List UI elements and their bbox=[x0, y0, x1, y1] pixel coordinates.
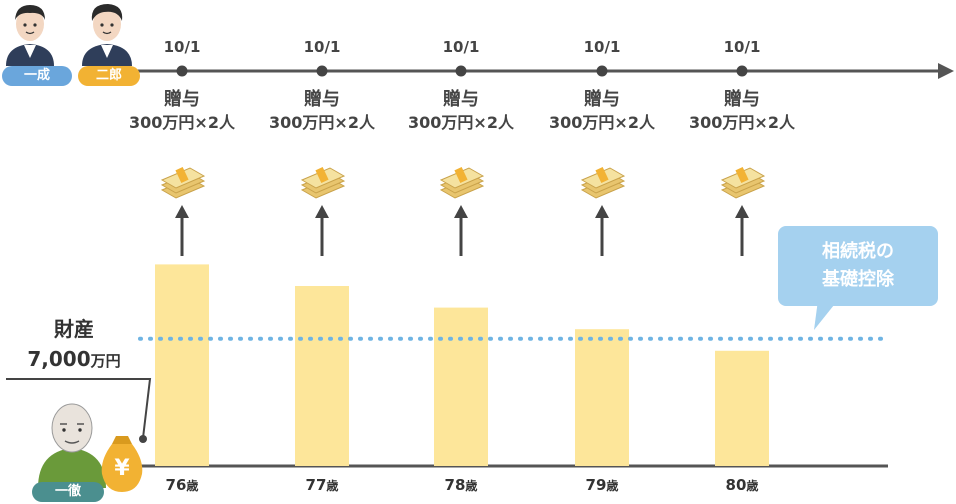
parent-avatar bbox=[38, 403, 106, 488]
gift-amount: 300万円×2人 bbox=[129, 113, 235, 132]
gift-label: 贈与 300万円×2人 bbox=[391, 88, 531, 134]
age-label: 78歳 bbox=[421, 476, 501, 494]
age-value: 76 bbox=[165, 476, 187, 494]
timeline-marks bbox=[160, 65, 766, 256]
gift-date: 10/1 bbox=[583, 38, 621, 56]
gift-title: 贈与 bbox=[164, 89, 200, 110]
gift-date: 10/1 bbox=[442, 38, 480, 56]
gift-amount: 300万円×2人 bbox=[549, 113, 655, 132]
money-stack-icon bbox=[439, 166, 485, 199]
asset-bar bbox=[715, 350, 769, 466]
age-unit: 歳 bbox=[326, 479, 339, 493]
gift-date: 10/1 bbox=[303, 38, 341, 56]
gift-amount: 300万円×2人 bbox=[689, 113, 795, 132]
age-label: 79歳 bbox=[562, 476, 642, 494]
yen-symbol: ¥ bbox=[114, 456, 130, 481]
gift-amount: 300万円×2人 bbox=[269, 113, 375, 132]
timeline-dot bbox=[176, 65, 188, 77]
parent-name-tag: 一徹 bbox=[32, 482, 104, 502]
gift-label: 贈与 300万円×2人 bbox=[672, 88, 812, 134]
assets-label: 財産 7,000万円 bbox=[14, 314, 134, 376]
child2-name-tag: 二郎 bbox=[78, 66, 140, 86]
child1-name-tag: 一成 bbox=[2, 66, 72, 86]
timeline-arrowhead bbox=[938, 63, 954, 79]
gift-arrow-head bbox=[175, 205, 189, 218]
age-value: 78 bbox=[444, 476, 466, 494]
assets-amount: 7,000万円 bbox=[27, 347, 121, 371]
age-label: 77歳 bbox=[282, 476, 362, 494]
asset-bar bbox=[575, 329, 629, 466]
parent-name: 一徹 bbox=[54, 484, 81, 499]
gift-amount: 300万円×2人 bbox=[408, 113, 514, 132]
money-bag-icon bbox=[101, 435, 147, 492]
gift-title: 贈与 bbox=[584, 89, 620, 110]
age-value: 79 bbox=[585, 476, 607, 494]
asset-bar bbox=[434, 307, 488, 466]
gift-arrow-head bbox=[454, 205, 468, 218]
gift-arrow-head bbox=[595, 205, 609, 218]
gift-label: 贈与 300万円×2人 bbox=[532, 88, 672, 134]
gift-label: 贈与 300万円×2人 bbox=[252, 88, 392, 134]
money-stack-icon bbox=[300, 166, 346, 199]
timeline-dot bbox=[596, 65, 608, 77]
child2-avatar bbox=[82, 4, 132, 66]
gift-arrow-head bbox=[735, 205, 749, 218]
gift-date: 10/1 bbox=[163, 38, 201, 56]
bars-group bbox=[155, 264, 769, 466]
assets-pointer-line bbox=[6, 378, 152, 439]
gift-title: 贈与 bbox=[443, 89, 479, 110]
age-label: 76歳 bbox=[142, 476, 222, 494]
gift-title: 贈与 bbox=[724, 89, 760, 110]
money-stack-icon bbox=[720, 166, 766, 199]
age-label: 80歳 bbox=[702, 476, 782, 494]
timeline-dot bbox=[316, 65, 328, 77]
timeline-dot bbox=[736, 65, 748, 77]
gift-title: 贈与 bbox=[304, 89, 340, 110]
age-unit: 歳 bbox=[186, 479, 199, 493]
callout-line1: 相続税の bbox=[822, 241, 894, 262]
asset-bar bbox=[155, 264, 209, 466]
age-unit: 歳 bbox=[606, 479, 619, 493]
money-stack-icon bbox=[160, 166, 206, 199]
gift-arrow-head bbox=[315, 205, 329, 218]
money-stack-icon bbox=[580, 166, 626, 199]
age-unit: 歳 bbox=[465, 479, 478, 493]
child2-name: 二郎 bbox=[95, 68, 122, 83]
asset-bar bbox=[295, 286, 349, 466]
callout-line2: 基礎控除 bbox=[822, 269, 894, 290]
assets-title: 財産 bbox=[54, 317, 94, 341]
gift-label: 贈与 300万円×2人 bbox=[112, 88, 252, 134]
timeline-dot bbox=[455, 65, 467, 77]
age-value: 77 bbox=[305, 476, 327, 494]
age-value: 80 bbox=[725, 476, 747, 494]
child1-name: 一成 bbox=[23, 68, 50, 83]
gift-date: 10/1 bbox=[723, 38, 761, 56]
basic-deduction-callout: 相続税の 基礎控除 bbox=[778, 226, 938, 306]
age-unit: 歳 bbox=[746, 479, 759, 493]
child1-avatar bbox=[6, 5, 54, 66]
callout-tail bbox=[814, 300, 838, 330]
